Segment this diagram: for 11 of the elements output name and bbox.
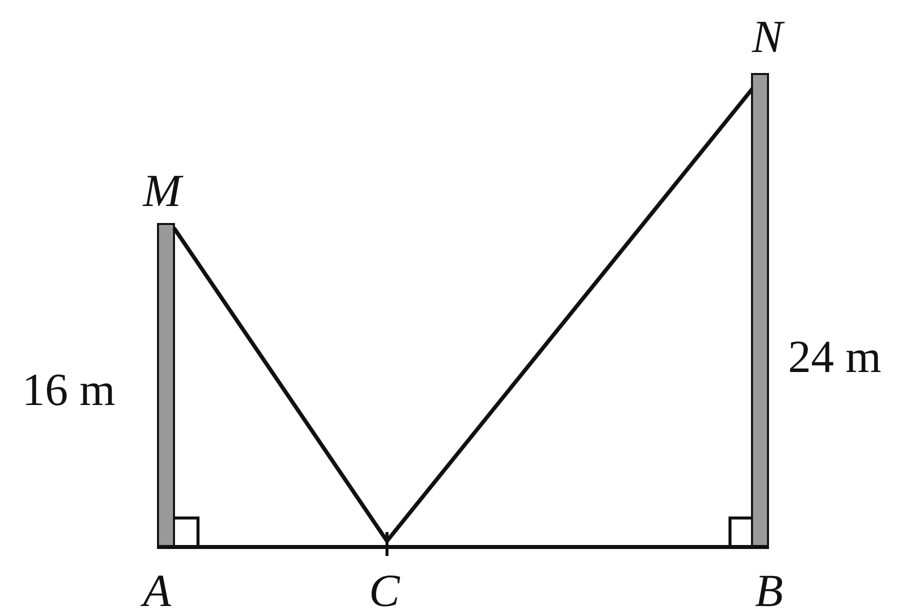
point-label: A: [143, 568, 172, 614]
point-label: M: [143, 168, 182, 214]
ground-line: [158, 545, 387, 549]
point-label: N: [752, 14, 783, 60]
ground-line: [387, 545, 768, 549]
pole: [751, 73, 769, 549]
height-label: 24 m: [788, 334, 882, 380]
pole: [157, 223, 175, 549]
point-label: B: [755, 568, 784, 614]
height-label: 16 m: [22, 367, 116, 413]
point-label: C: [369, 568, 400, 614]
